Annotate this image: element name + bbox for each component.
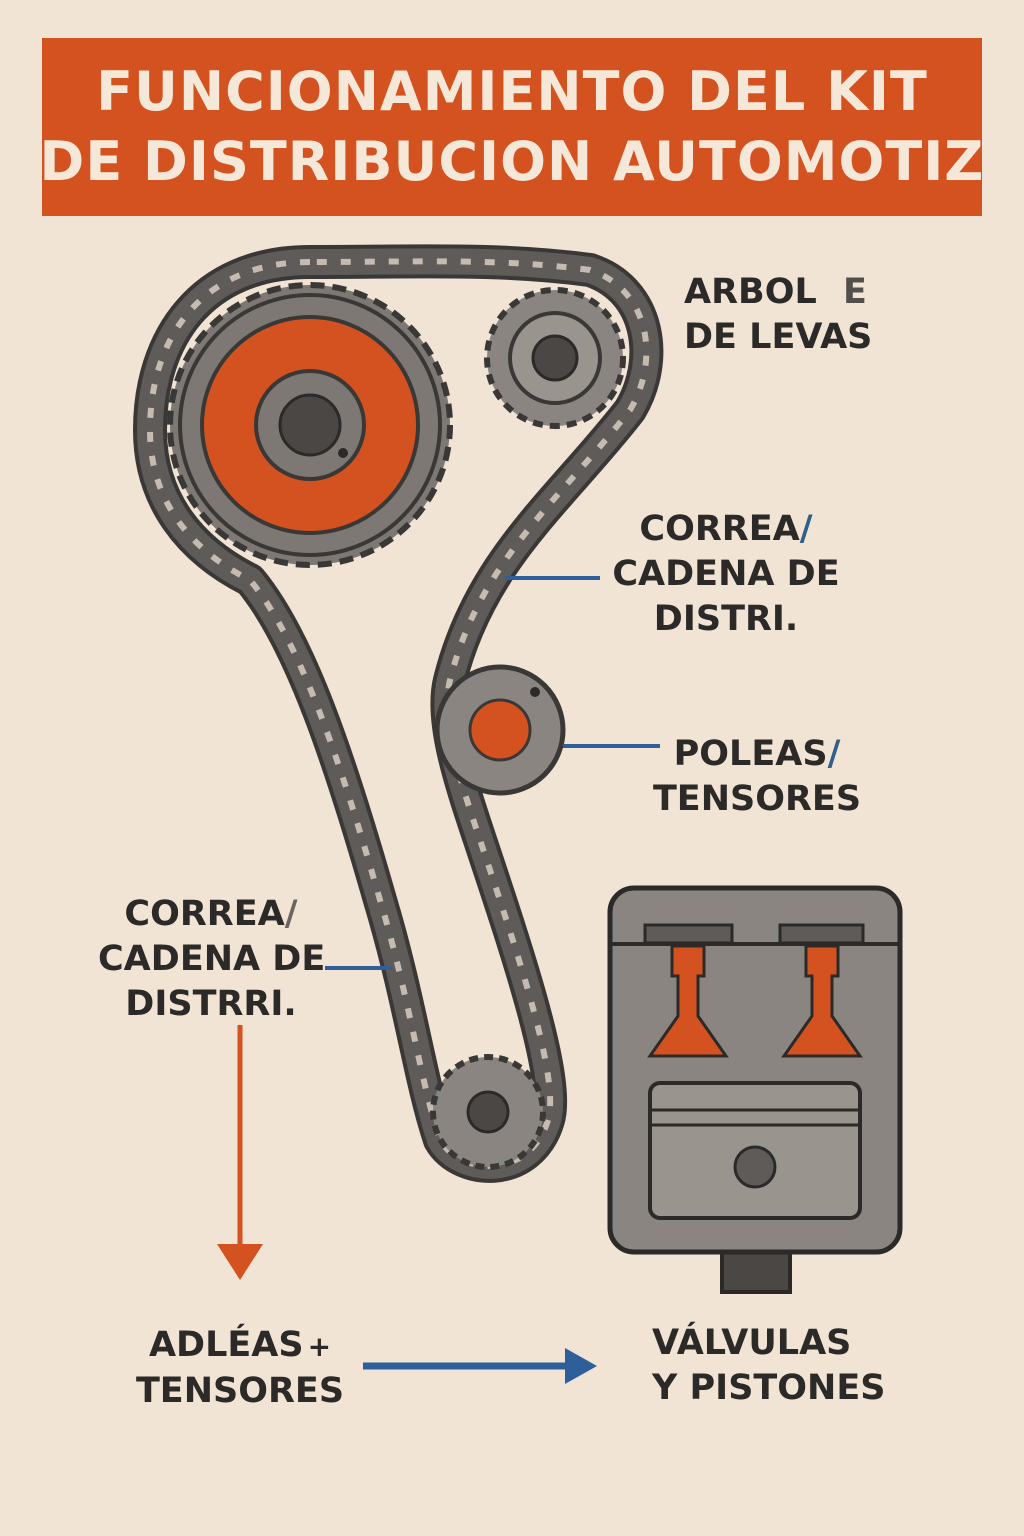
belt-left-line2: CADENA DE <box>98 939 326 979</box>
slash: / <box>827 734 841 774</box>
idler-gear <box>430 1054 546 1170</box>
pulleys-tensioners-label: ADLÉAS+ TENSORES <box>130 1323 350 1414</box>
bottom-right-line2: Y PISTONES <box>652 1368 886 1408</box>
camshaft-label-extra: E <box>842 272 867 312</box>
belt-left-line3: DISTRRI. <box>125 984 297 1024</box>
pulleys-label: POLEAS/ TENSORES <box>652 732 862 822</box>
camshaft-label-line2: DE LEVAS <box>684 317 873 357</box>
timing-belt <box>133 244 664 1183</box>
plus: + <box>307 1330 332 1363</box>
valves-pistons-label: VÁLVULAS Y PISTONES <box>652 1321 885 1411</box>
camshaft-gear <box>484 287 626 429</box>
belt-left-line1: CORREA <box>124 894 285 934</box>
valve-icon <box>647 944 729 1058</box>
engine-block-icon <box>607 885 903 1294</box>
title-banner: FUNCIONAMIENTO DEL KIT DE DISTRIBUCION A… <box>39 38 985 216</box>
bottom-right-line1: VÁLVULAS <box>652 1323 852 1363</box>
belt-right-line2: CADENA DE <box>612 554 840 594</box>
camshaft-label: ARBOL E DE LEVAS <box>684 270 872 360</box>
slash: / <box>284 894 298 934</box>
camshaft-label-line1: ARBOL <box>684 272 817 312</box>
belt-right-line3: DISTRI. <box>653 599 799 639</box>
arrow-right-icon <box>363 1348 597 1384</box>
pulleys-line2: TENSORES <box>652 779 862 819</box>
slash: / <box>799 509 813 549</box>
pulleys-line1: POLEAS <box>673 734 828 774</box>
crankshaft-gear <box>167 282 453 568</box>
belt-right-line1: CORREA <box>639 509 800 549</box>
valve-icon <box>781 944 863 1058</box>
belt-right-label: CORREA/ CADENA DE DISTRI. <box>612 507 840 642</box>
title-line-1: FUNCIONAMIENTO DEL KIT <box>96 60 928 123</box>
arrow-down-icon <box>217 1025 263 1280</box>
tensioner-pulley <box>434 664 566 796</box>
belt-left-label: CORREA/ CADENA DE DISTRRI. <box>98 892 326 1027</box>
bottom-left-line1: ADLÉAS <box>148 1325 304 1365</box>
title-line-2: DE DISTRIBUCION AUTOMOTIZ <box>39 130 985 193</box>
bottom-left-line2: TENSORES <box>135 1371 345 1411</box>
